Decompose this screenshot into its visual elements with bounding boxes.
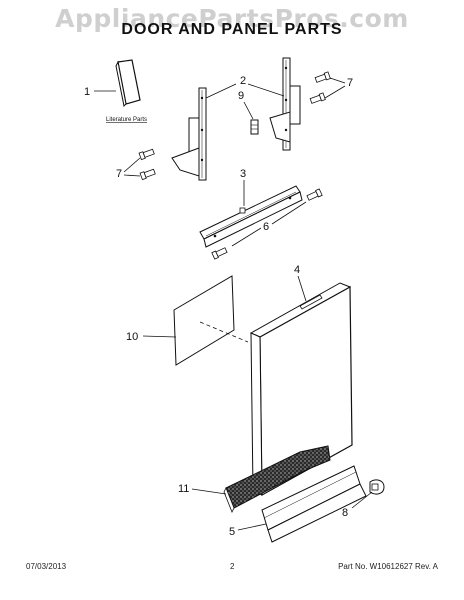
part-3-rail: 3 [199, 168, 303, 248]
callout-7-right: 7 [347, 77, 353, 89]
callout-10: 10 [126, 331, 138, 343]
callout-11: 11 [178, 483, 189, 495]
callout-2: 2 [240, 75, 246, 87]
callout-7-left: 7 [116, 168, 122, 180]
part-2-left-bracket [171, 87, 207, 181]
footer-part-info: Part No. W10612627 Rev. A [338, 562, 438, 571]
literature-parts-label: Literature Parts [106, 117, 147, 123]
part-11-insulation-strip: 11 [178, 445, 331, 513]
part-4-door-panel: 4 [249, 264, 353, 497]
part-7-right-screws: 7 [309, 71, 353, 104]
part-10-panel-sheet: 10 [126, 275, 249, 366]
part-8-clip: 8 [342, 479, 385, 519]
callout-3: 3 [240, 168, 246, 180]
callout-8: 8 [342, 507, 348, 519]
part-2-right-bracket [269, 57, 301, 151]
part-7-left-screws: 7 [116, 148, 156, 181]
callout-9: 9 [238, 90, 244, 102]
footer-page-number: 2 [230, 562, 235, 571]
part-6-rail-screws: 6 [211, 188, 323, 260]
callout-1: 1 [84, 86, 90, 98]
footer-date: 07/03/2013 [26, 562, 67, 571]
part-5-bottom-trim: 5 [229, 465, 367, 543]
part-1-literature: 1 Literature Parts [84, 59, 147, 123]
part-9-clip: 9 [238, 90, 259, 135]
watermark: AppliancePartsPros.com [55, 4, 409, 33]
callout-5: 5 [229, 526, 235, 538]
callout-4: 4 [294, 264, 300, 276]
callout-6: 6 [263, 221, 269, 233]
page-title: DOOR AND PANEL PARTS [121, 21, 343, 38]
